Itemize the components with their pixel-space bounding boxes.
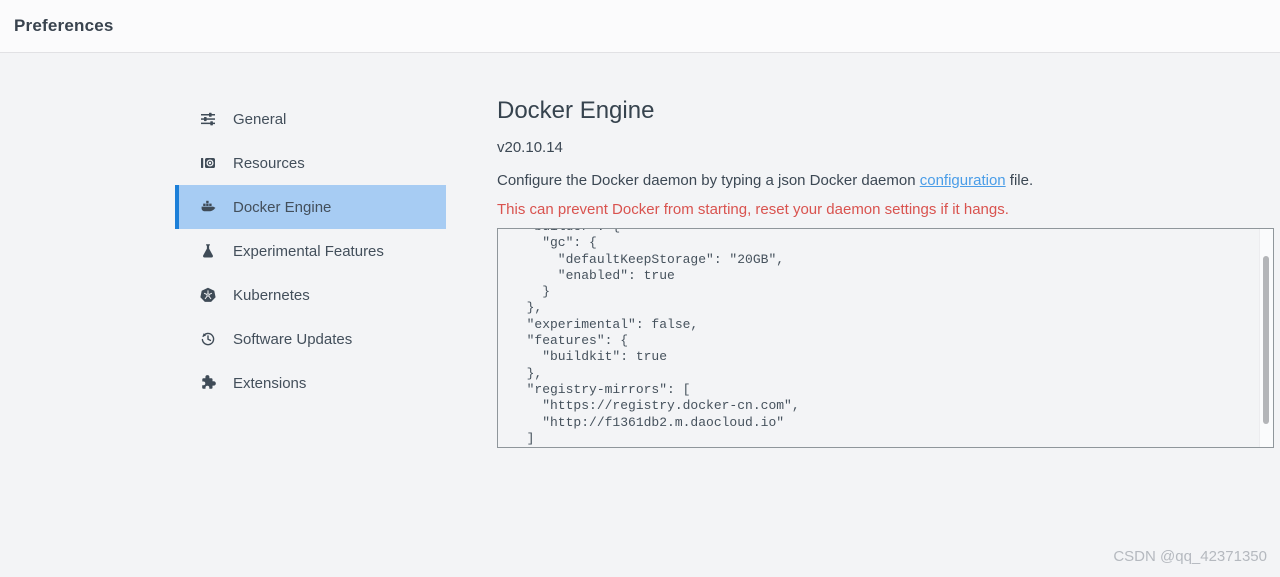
selection-accent-bar bbox=[175, 273, 179, 317]
panel-description: Configure the Docker daemon by typing a … bbox=[497, 172, 1033, 189]
selection-accent-bar bbox=[175, 97, 179, 141]
kubernetes-icon bbox=[200, 287, 216, 303]
sidebar-item-label: Extensions bbox=[233, 374, 307, 392]
sidebar-item-label: Resources bbox=[233, 154, 305, 172]
sliders-icon bbox=[200, 111, 216, 127]
daemon-json-code[interactable]: "builder": { "gc": { "defaultKeepStorage… bbox=[526, 229, 800, 446]
selection-accent-bar bbox=[175, 317, 179, 361]
history-icon bbox=[200, 331, 216, 347]
resources-icon bbox=[200, 155, 216, 171]
configuration-link[interactable]: configuration bbox=[919, 172, 1006, 189]
selection-accent-bar bbox=[175, 185, 179, 229]
window-header: Preferences bbox=[0, 0, 1280, 53]
panel-title: Docker Engine bbox=[497, 97, 655, 124]
sidebar-item-extensions[interactable]: Extensions bbox=[175, 361, 446, 405]
description-prefix: Configure the Docker daemon by typing a … bbox=[497, 172, 920, 189]
sidebar-item-software-updates[interactable]: Software Updates bbox=[175, 317, 446, 361]
sidebar-item-resources[interactable]: Resources bbox=[175, 141, 446, 185]
warning-text: This can prevent Docker from starting, r… bbox=[497, 201, 1009, 218]
sidebar-item-label: Kubernetes bbox=[233, 286, 310, 304]
sidebar-item-docker-engine[interactable]: Docker Engine bbox=[175, 185, 446, 229]
engine-version: v20.10.14 bbox=[497, 139, 563, 156]
sidebar-item-label: General bbox=[233, 110, 287, 128]
whale-icon bbox=[200, 199, 216, 215]
sidebar-item-experimental-features[interactable]: Experimental Features bbox=[175, 229, 446, 273]
sidebar-item-general[interactable]: General bbox=[175, 97, 446, 141]
flask-icon bbox=[200, 243, 216, 259]
editor-scrollbar-track[interactable] bbox=[1259, 229, 1273, 447]
page-title: Preferences bbox=[14, 16, 114, 35]
selection-accent-bar bbox=[175, 141, 179, 185]
sidebar-item-label: Docker Engine bbox=[233, 198, 332, 216]
puzzle-icon bbox=[200, 375, 216, 391]
description-suffix: file. bbox=[1005, 172, 1034, 189]
editor-scrollbar-thumb[interactable] bbox=[1263, 256, 1269, 424]
selection-accent-bar bbox=[175, 229, 179, 273]
sidebar-item-label: Experimental Features bbox=[233, 242, 384, 260]
sidebar-item-kubernetes[interactable]: Kubernetes bbox=[175, 273, 446, 317]
selection-accent-bar bbox=[175, 361, 179, 405]
daemon-json-editor[interactable]: "builder": { "gc": { "defaultKeepStorage… bbox=[497, 228, 1274, 448]
csdn-watermark: CSDN @qq_42371350 bbox=[1113, 548, 1267, 565]
settings-sidebar: General Resources bbox=[175, 97, 446, 405]
sidebar-item-label: Software Updates bbox=[233, 330, 353, 348]
